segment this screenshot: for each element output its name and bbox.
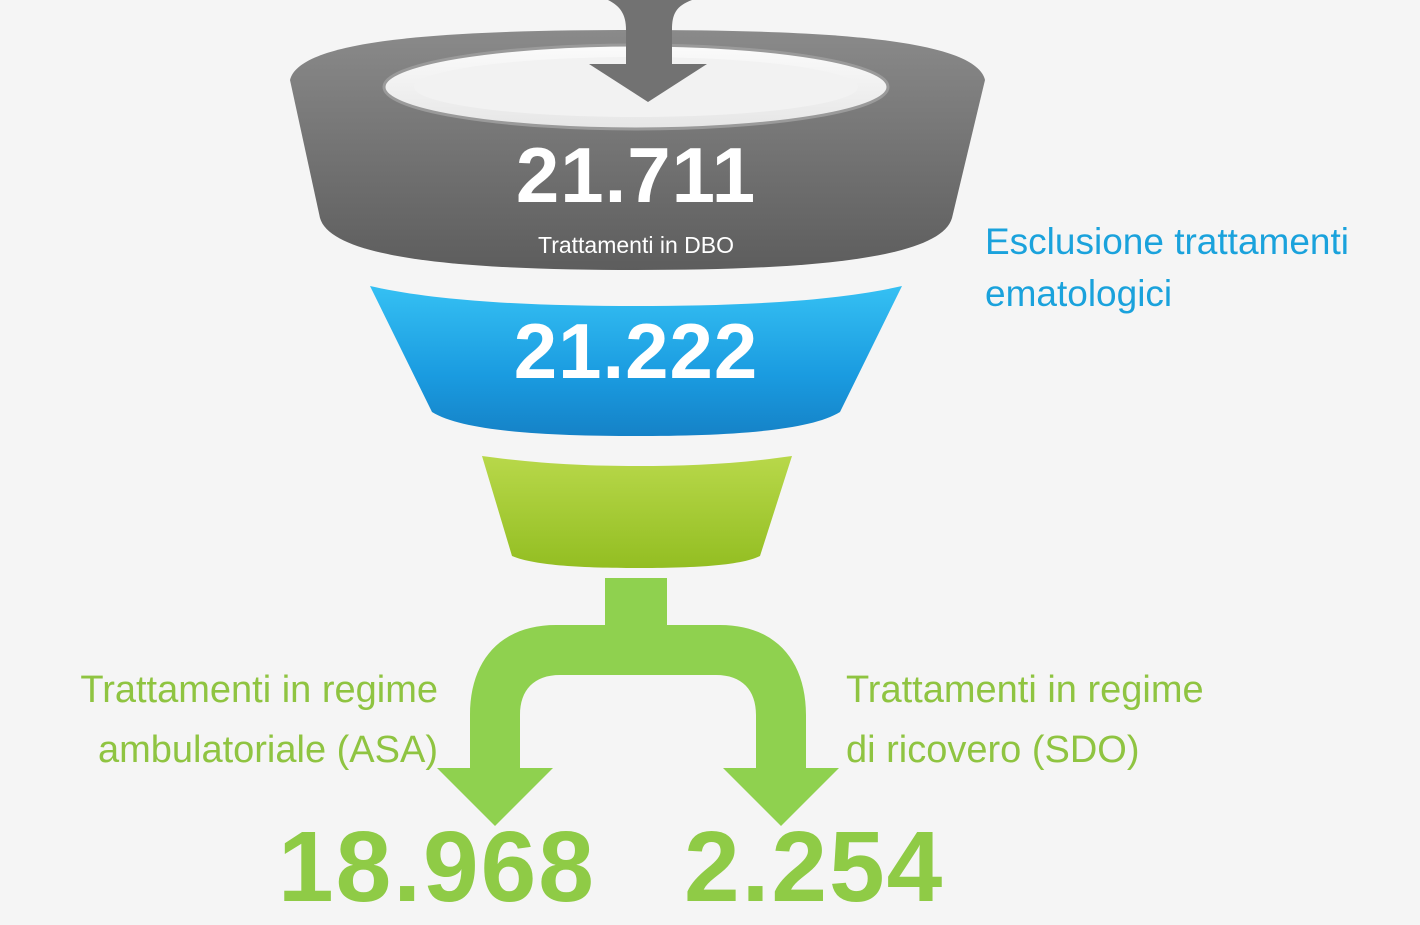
exclusion-note-line-1: Esclusione trattamenti	[985, 221, 1350, 262]
right-branch-label-line-2: di ricovero (SDO)	[846, 729, 1140, 771]
funnel-bottom-band	[482, 456, 792, 568]
middle-value: 21.222	[513, 307, 759, 395]
split-arrows	[437, 578, 839, 826]
exclusion-note: Esclusione trattamenti ematologici	[985, 216, 1349, 320]
left-branch-label-line-2: ambulatoriale (ASA)	[97, 729, 438, 771]
left-branch-label: Trattamenti in regime ambulatoriale (ASA…	[10, 660, 438, 780]
left-branch-label-line-1: Trattamenti in regime	[80, 669, 438, 711]
right-branch-value: 2.254	[684, 811, 945, 923]
funnel-middle-band	[370, 286, 902, 436]
top-value: 21.711	[515, 131, 757, 219]
left-branch-value: 18.968	[278, 811, 596, 923]
right-branch-label: Trattamenti in regime di ricovero (SDO)	[846, 660, 1204, 780]
exclusion-note-line-2: ematologici	[985, 273, 1173, 314]
top-label: Trattamenti in DBO	[538, 232, 734, 258]
right-branch-label-line-1: Trattamenti in regime	[846, 669, 1204, 711]
incoming-arrow	[589, 0, 707, 102]
